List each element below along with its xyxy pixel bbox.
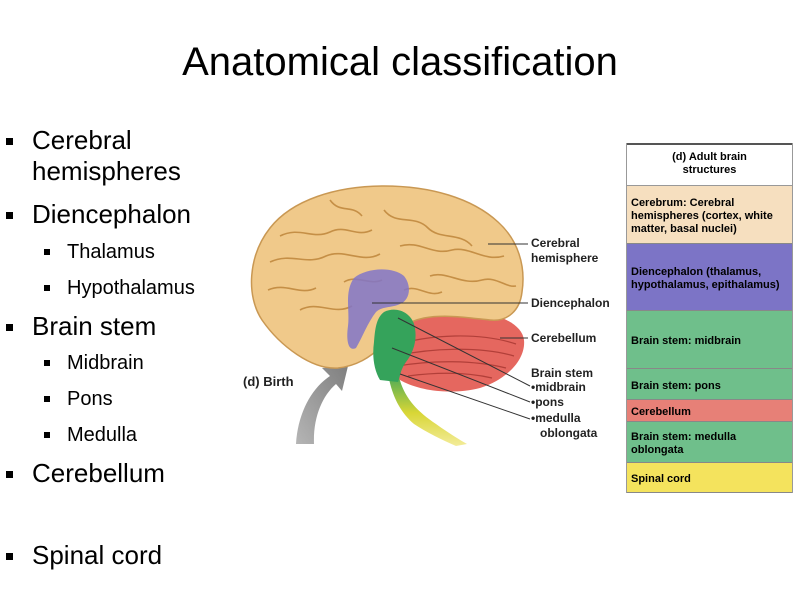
callout-cerebellum: Cerebellum <box>531 331 596 345</box>
table-row: Brain stem: midbrain <box>627 311 792 369</box>
callout-cerebral-hemisphere: Cerebral <box>531 236 580 250</box>
table-row-text: Brain stem: medulla oblongata <box>631 431 737 456</box>
bullet-square-icon <box>44 249 50 255</box>
callout-pons: •pons <box>531 395 564 409</box>
list-item: Spinal cord <box>6 540 163 571</box>
list-item: Brain stem <box>6 311 157 342</box>
table-row: Diencephalon (thalamus, hypothalamus, ep… <box>627 244 792 311</box>
table-row-text: Spinal cord <box>631 473 691 485</box>
bullet-square-icon <box>44 285 50 291</box>
bullet-square-icon <box>6 553 13 560</box>
bullet-square-icon <box>6 212 13 219</box>
list-subitem-text: Midbrain <box>67 352 144 374</box>
table-header-line2: structures <box>682 164 737 176</box>
diencephalon <box>347 269 409 349</box>
bullet-square-icon <box>6 471 13 478</box>
list-subitem: Hypothalamus <box>44 276 195 300</box>
table-header-line1: (d) Adult brain <box>672 151 747 163</box>
list-subitem: Medulla <box>44 423 138 447</box>
brainstem <box>373 309 416 382</box>
brain-figure: Cerebral hemisphere Diencephalon Cerebel… <box>243 185 610 446</box>
slide-title: Anatomical classification <box>182 40 618 84</box>
list-subitem: Midbrain <box>44 351 144 375</box>
list-subitem-text: Medulla <box>67 424 138 446</box>
table-header: (d) Adult brain structures <box>627 143 792 186</box>
list-item-text: Cerebral <box>32 125 132 155</box>
list-item-text: Cerebellum <box>32 458 165 488</box>
figure-panel-label: (d) Birth <box>243 374 294 389</box>
table-row-text: Diencephalon (thalamus, hypothalamus, ep… <box>631 266 780 291</box>
callout-oblongata: oblongata <box>540 426 598 440</box>
table-row: Brain stem: pons <box>627 369 792 400</box>
callout-cerebral-hemisphere-line2: hemisphere <box>531 251 599 265</box>
bullet-square-icon <box>6 324 13 331</box>
callout-midbrain: •midbrain <box>531 380 586 394</box>
table-row-text: Cerebellum <box>631 406 691 418</box>
list-item: Diencephalon <box>6 199 192 230</box>
table-row-text: Brain stem: pons <box>631 379 721 392</box>
table-row: Cerebellum <box>627 400 792 422</box>
list-item-text: Spinal cord <box>32 540 163 570</box>
list-item: Cerebral hemispheres <box>6 125 181 187</box>
list-subitem-text: Pons <box>67 388 113 410</box>
bullet-square-icon <box>6 138 13 145</box>
table-row-text: Brain stem: midbrain <box>631 335 742 347</box>
callout-diencephalon: Diencephalon <box>531 296 610 310</box>
table-row-text: Cerebrum: Cerebral hemispheres (cortex, … <box>631 197 773 235</box>
list-item: Cerebellum <box>6 458 165 489</box>
list-item-text: Diencephalon <box>32 199 192 229</box>
table-row: Brain stem: medulla oblongata <box>627 422 792 463</box>
list-item-text: Brain stem <box>32 311 157 341</box>
table-row: Cerebrum: Cerebral hemispheres (cortex, … <box>627 186 792 244</box>
table-row: Spinal cord <box>627 463 792 493</box>
adult-structures-table: (d) Adult brain structures Cerebrum: Cer… <box>626 143 793 493</box>
list-item-text-line2: hemispheres <box>32 156 181 186</box>
list-subitem-text: Hypothalamus <box>67 277 195 299</box>
bullet-square-icon <box>44 360 50 366</box>
callout-brain-stem: Brain stem <box>531 366 593 380</box>
callout-leaders <box>372 243 531 420</box>
growth-arrow-icon <box>296 366 348 444</box>
bullet-square-icon <box>44 396 50 402</box>
list-subitem: Pons <box>44 387 113 411</box>
list-subitem-text: Thalamus <box>67 241 155 263</box>
callout-medulla: •medulla <box>531 411 581 425</box>
bullet-square-icon <box>44 432 50 438</box>
list-subitem: Thalamus <box>44 240 155 264</box>
outline-list: Cerebral hemispheres Diencephalon Thalam… <box>0 0 250 600</box>
